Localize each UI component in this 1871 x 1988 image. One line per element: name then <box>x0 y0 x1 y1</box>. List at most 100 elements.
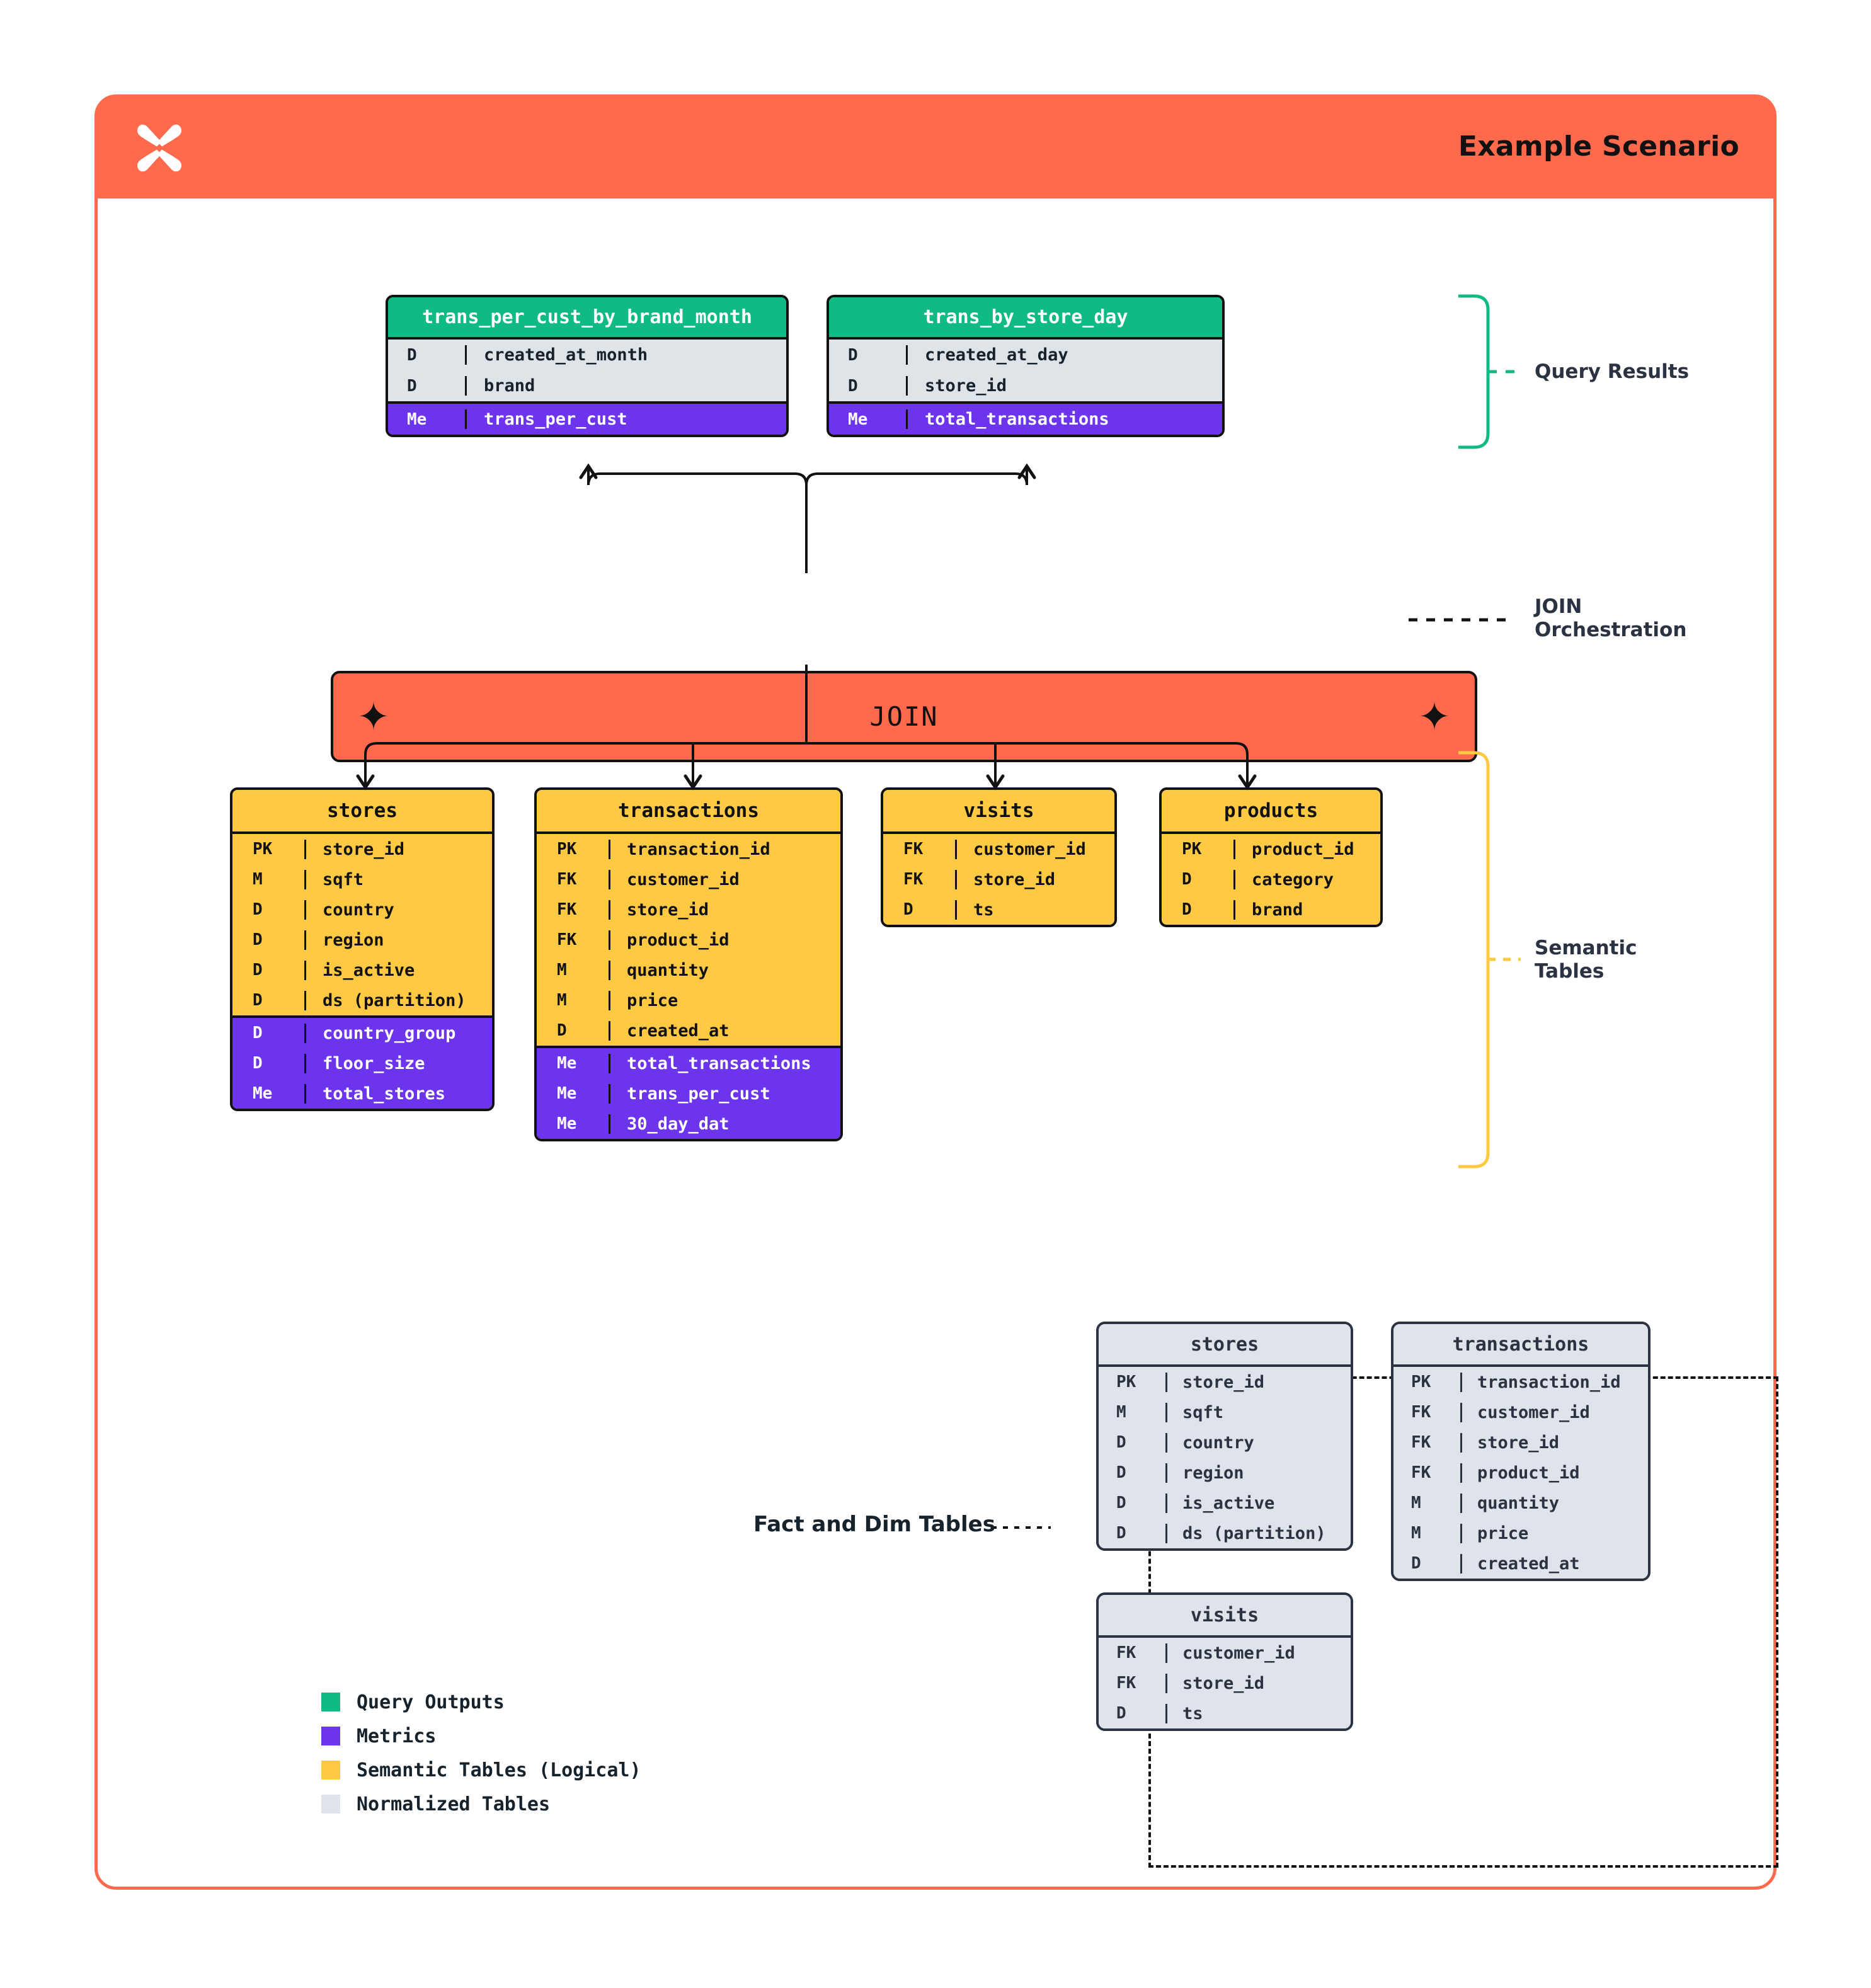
column-key: Me <box>253 1084 273 1103</box>
legend-item: Normalized Tables <box>321 1787 641 1821</box>
column-name: product_id <box>609 930 840 950</box>
column-name: is_active <box>1165 1493 1351 1513</box>
column-name: brand <box>1233 900 1380 920</box>
table-row: Me trans_per_cust <box>388 404 786 435</box>
column-key: D <box>1182 900 1192 919</box>
annotation-join-line1: JOIN <box>1535 595 1582 618</box>
table-row: FK product_id <box>537 925 840 955</box>
column-key: D <box>848 345 858 365</box>
column-name: brand <box>465 376 786 396</box>
column-key: D <box>407 376 417 396</box>
column-key: FK <box>557 930 577 949</box>
column-name: floor_size <box>304 1053 492 1073</box>
column-key: FK <box>557 870 577 889</box>
column-name: store_id <box>609 900 840 920</box>
legend-label: Normalized Tables <box>357 1793 551 1815</box>
column-name: store_id <box>1165 1372 1351 1392</box>
legend-swatch <box>321 1761 340 1779</box>
table-title: trans_per_cust_by_brand_month <box>388 297 786 337</box>
column-key: D <box>407 345 417 365</box>
table-title: products <box>1162 790 1380 831</box>
join-orchestration-bar[interactable]: ✦ JOIN ✦ <box>331 671 1477 762</box>
column-name: sqft <box>1165 1402 1351 1422</box>
column-key: D <box>1182 870 1192 889</box>
column-name: transaction_id <box>1460 1372 1648 1392</box>
column-name: created_at <box>1460 1553 1648 1574</box>
column-name: trans_per_cust <box>465 409 786 429</box>
column-name: region <box>1165 1463 1351 1483</box>
table-row: PK store_id <box>1099 1367 1351 1397</box>
column-key: PK <box>1116 1373 1136 1391</box>
column-name: quantity <box>609 960 840 980</box>
column-key: Me <box>557 1114 577 1133</box>
x-sparkle-logo-icon <box>137 124 181 172</box>
table-title: trans_by_store_day <box>829 297 1222 337</box>
column-key: D <box>253 900 263 919</box>
column-key: D <box>557 1021 567 1040</box>
column-name: country_group <box>304 1023 492 1043</box>
join-label: JOIN <box>869 701 939 732</box>
column-key: Me <box>407 409 427 429</box>
table-title: visits <box>883 790 1114 831</box>
table-row: Me total_transactions <box>537 1048 840 1078</box>
column-key: FK <box>903 840 924 859</box>
column-name: country <box>304 900 492 920</box>
column-name: created_at_day <box>906 345 1222 365</box>
column-key: D <box>253 1054 263 1073</box>
column-name: ts <box>955 900 1114 920</box>
column-name: product_id <box>1460 1463 1648 1483</box>
column-key: D <box>1116 1433 1126 1452</box>
annotation-join-line2: Orchestration <box>1535 618 1687 641</box>
column-key: Me <box>557 1054 577 1073</box>
column-key: D <box>253 991 263 1010</box>
column-key: D <box>253 930 263 949</box>
column-name: region <box>304 930 492 950</box>
legend-label: Query Outputs <box>357 1691 505 1713</box>
column-name: created_at_month <box>465 345 786 365</box>
column-key: D <box>848 376 858 396</box>
column-name: price <box>1460 1523 1648 1543</box>
legend-item: Semantic Tables (Logical) <box>321 1753 641 1787</box>
column-name: total_transactions <box>609 1053 840 1073</box>
column-key: M <box>557 961 567 980</box>
table-title: transactions <box>1393 1324 1648 1364</box>
column-name: ds (partition) <box>304 990 492 1010</box>
column-key: D <box>1116 1463 1126 1482</box>
column-name: ts <box>1165 1703 1351 1723</box>
